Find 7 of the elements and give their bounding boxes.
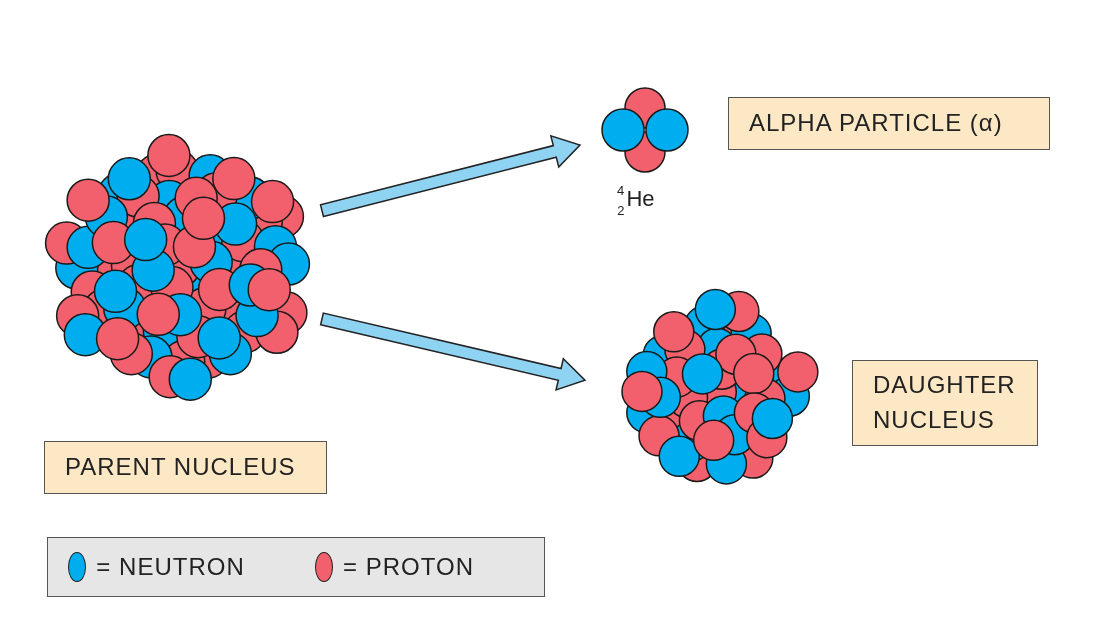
legend-text: = NEUTRON (96, 553, 245, 581)
label-box: ALPHA PARTICLE (α) (728, 97, 1050, 150)
arrow (319, 312, 587, 392)
arrow (319, 134, 582, 218)
label-box: DAUGHTER NUCLEUS (852, 360, 1038, 446)
label-box: PARENT NUCLEUS (44, 441, 327, 494)
legend-text: = PROTON (343, 553, 474, 581)
